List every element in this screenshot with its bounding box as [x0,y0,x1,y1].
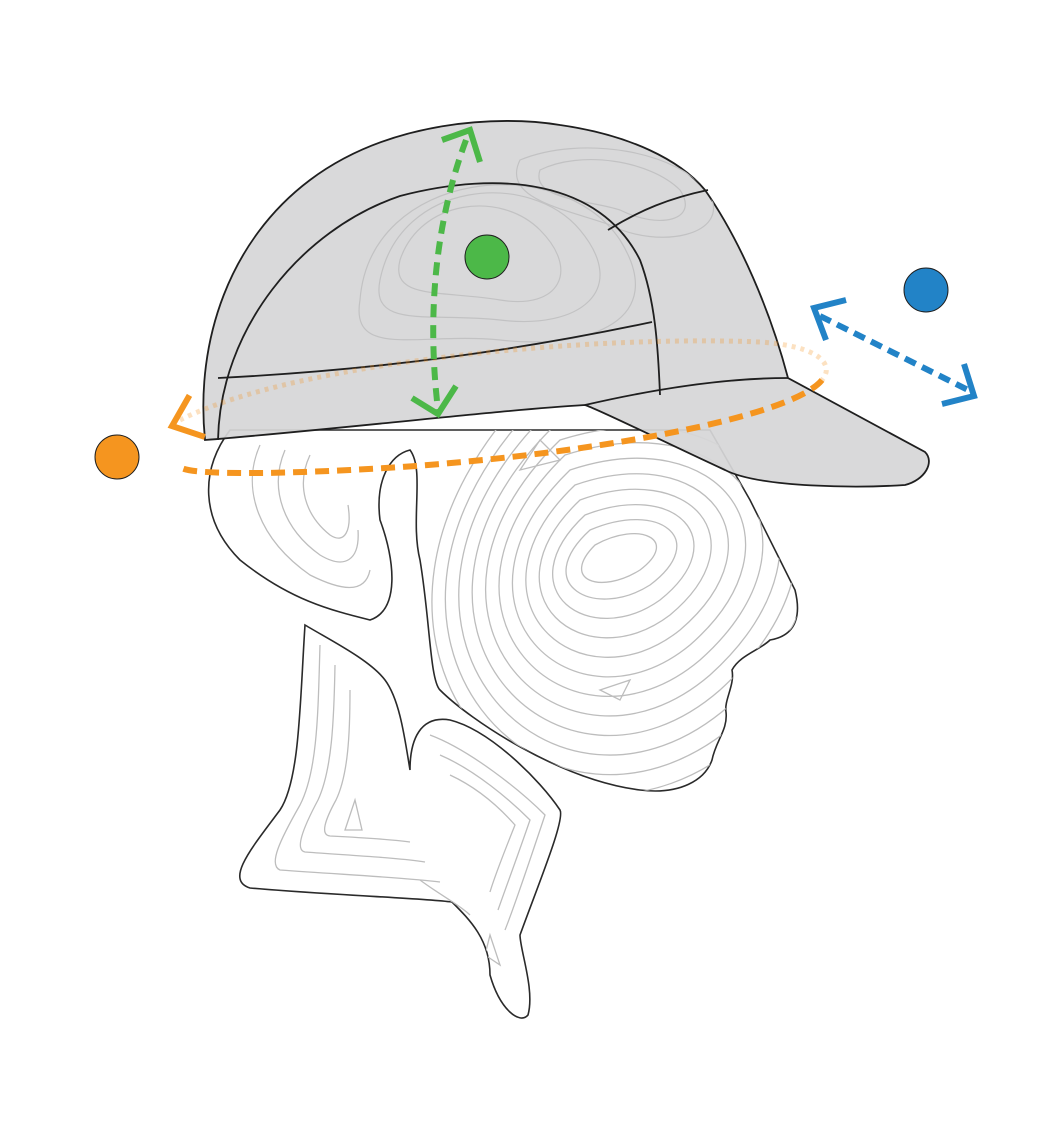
baseball-cap-icon [202,120,930,488]
blue-dot-marker [903,267,949,313]
neck-profile [238,623,562,1019]
cap-faint-contours [358,147,714,343]
green-dot-marker [464,234,510,280]
neck-contour-lines [274,644,546,967]
cap-crown-seam [217,182,661,441]
head-silhouette [207,429,799,792]
double-arrow-diagonal-icon-end [941,363,978,407]
circumference-ellipse-back [178,338,829,423]
orange-dot-marker [94,434,140,480]
circumference-ellipse-front [177,377,825,477]
cap-side-seam [607,189,709,231]
double-arrow-vertical-icon [440,126,483,163]
depth-arrow-shaft [430,138,469,411]
depth-indicator [410,126,483,419]
cap-brim-edge [584,377,789,406]
double-arrow-vertical-icon-bottom [410,384,459,419]
brim-indicator [810,297,978,407]
ellipse-arrow-icon [167,393,206,440]
circumference-indicator [167,338,829,477]
double-arrow-diagonal-icon [810,297,847,342]
cap-band-seam [217,321,653,379]
neck-silhouette [238,623,562,1019]
brim-arrow-shaft [818,313,974,395]
